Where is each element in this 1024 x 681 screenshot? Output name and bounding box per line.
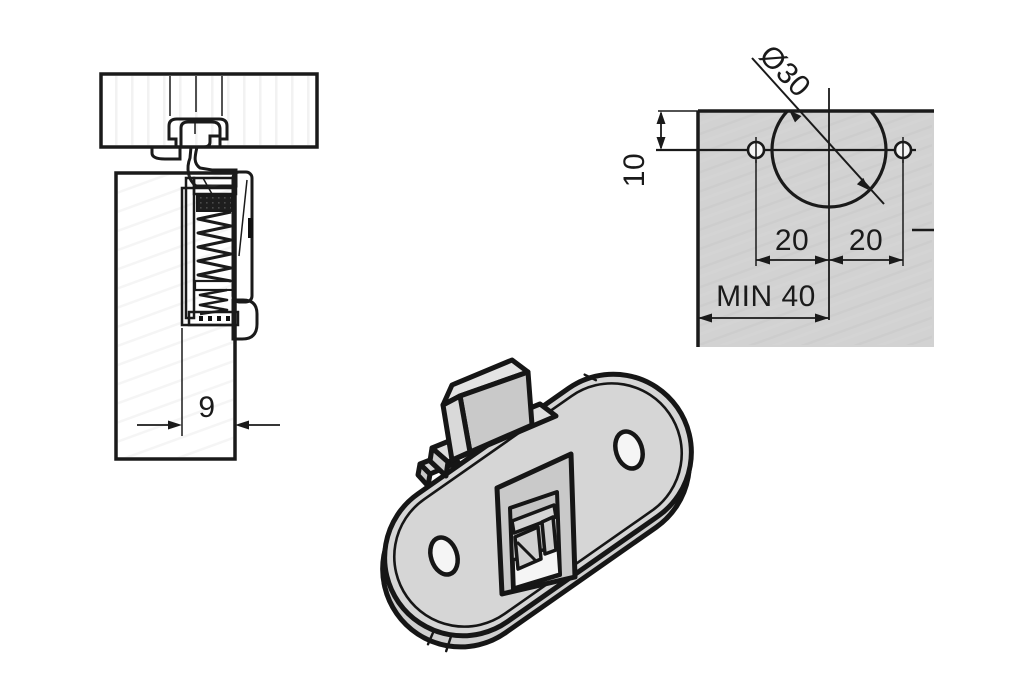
dimension-10-label: 10 [618, 153, 651, 187]
screw-hole-right [893, 137, 913, 163]
secondary-spring-coil [198, 288, 229, 316]
dimension-min-40: MIN 40 [698, 280, 829, 323]
dimension-diameter-label: Ø30 [753, 39, 817, 104]
mounting-hole-right [613, 429, 645, 471]
mounting-hole-left [428, 535, 460, 577]
base-tooth [199, 316, 203, 321]
dimension-9: 9 [137, 328, 280, 436]
arrowhead [889, 255, 903, 265]
extension-lines [755, 160, 904, 266]
top-panel-grain [103, 76, 315, 145]
dimension-20-right-label: 20 [849, 224, 883, 257]
flange-edge-line [238, 179, 248, 257]
arrowhead [656, 111, 666, 124]
arrowhead [698, 313, 712, 323]
arrowhead [856, 177, 870, 191]
drilling-template-view: 10 Ø30 20 20 MIN 40 [618, 39, 934, 347]
hook-left-face [440, 393, 473, 463]
hook-collar-front [427, 445, 451, 479]
dimension-20-20: 20 20 [755, 160, 904, 266]
arrowhead [168, 420, 182, 430]
template-panel-grain [700, 113, 932, 345]
dimension-min40-label: MIN 40 [716, 280, 816, 313]
arrowhead [756, 255, 770, 265]
base-tooth [208, 316, 212, 321]
dimension-9-label: 9 [198, 391, 215, 424]
central-recess [494, 451, 578, 597]
section-view: 9 [99, 72, 319, 461]
housing-mouth [192, 176, 238, 196]
spring-gap-highlight [224, 291, 234, 312]
arrowhead [235, 420, 249, 430]
latch-hook-head [179, 120, 222, 149]
rim-seam-ticks [426, 373, 598, 653]
latch-hook-tab [415, 357, 559, 489]
arrowhead [829, 255, 843, 265]
base-tooth [217, 316, 221, 321]
flange-foot [231, 298, 259, 341]
latch-mechanism [184, 170, 259, 341]
isometric-view [380, 357, 694, 653]
catch-lip [150, 145, 182, 161]
main-spring-coil [196, 210, 233, 283]
dimension-20-left-label: 20 [775, 224, 809, 257]
flange-catch-slot [248, 218, 253, 238]
plate-rim-line [392, 382, 684, 628]
arrowhead [656, 137, 666, 150]
latch-slider-bar [510, 503, 558, 535]
base-tooth [226, 316, 230, 321]
screw-hole-left [746, 137, 766, 163]
arrowhead [789, 110, 802, 123]
dimension-10: 10 [618, 110, 698, 187]
arrowhead [815, 255, 829, 265]
latch-post [540, 515, 558, 556]
arrowhead [815, 313, 829, 323]
housing-mouth-edge [202, 177, 213, 195]
latch-block-facet [516, 541, 537, 562]
friction-pad [196, 195, 233, 212]
t-slot-groove [167, 117, 229, 149]
saw-kerf-lines [169, 76, 223, 116]
housing-base [187, 310, 240, 327]
hook-base-step-front [415, 461, 433, 489]
side-panel-grain [118, 175, 233, 457]
